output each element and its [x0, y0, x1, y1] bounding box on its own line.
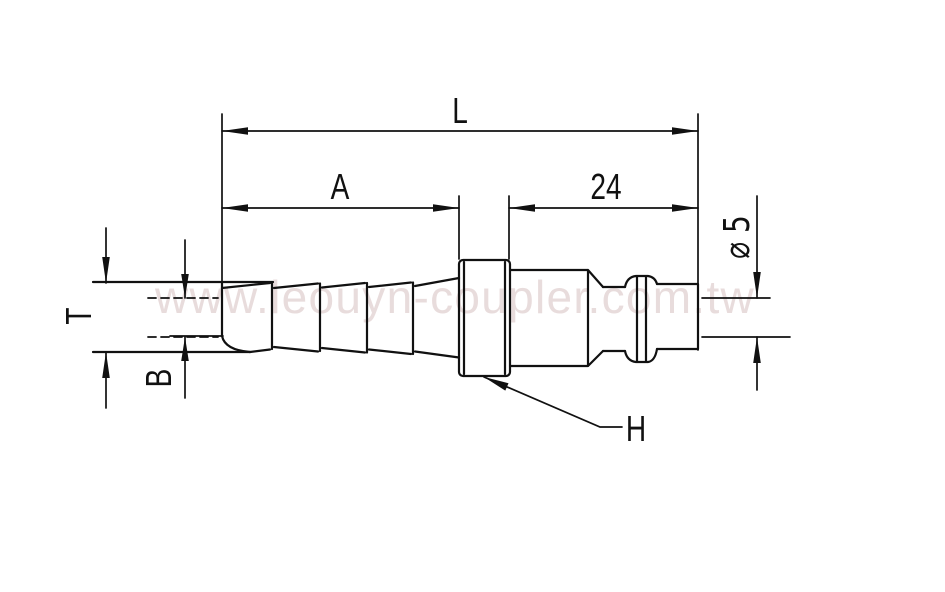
barb-top-profile [220, 276, 461, 290]
arrow-24-right [672, 204, 698, 212]
barb-ring-edges [270, 281, 415, 356]
dimension-lines [105, 113, 791, 428]
label-A: A [331, 167, 350, 207]
arrow-A-left [222, 204, 248, 212]
plug-tip [655, 282, 700, 351]
leader-line-H [483, 376, 623, 428]
dimension-arrowheads [102, 127, 761, 391]
label-B: B [139, 369, 179, 388]
arrow-L-left [222, 127, 248, 135]
hose-outline [91, 280, 275, 354]
label-H: H [626, 409, 646, 449]
extension-lines [169, 113, 791, 351]
barb-bottom-profile [248, 345, 461, 359]
arrow-B-top [181, 274, 189, 298]
arrow-H-leader [484, 377, 509, 391]
arrow-L-right [672, 127, 698, 135]
arrow-24-left [509, 204, 535, 212]
label-L: L [452, 91, 468, 131]
hidden-bore-lines [147, 297, 219, 338]
arrow-A-right [433, 204, 459, 212]
plug-ridge [623, 274, 659, 364]
label-T: T [59, 307, 99, 324]
hose-end-edge [220, 280, 252, 354]
arrow-dia5-bottom [753, 337, 761, 363]
hex-collar [457, 258, 512, 378]
arrow-T-bottom [102, 352, 110, 378]
arrow-B-bottom [181, 337, 189, 361]
dimension-labels: L A 24 ⌀ 5 T B H [59, 91, 758, 449]
label-dia5: ⌀ 5 [716, 215, 758, 259]
arrow-dia5-top [753, 272, 761, 298]
label-24: 24 [590, 167, 621, 207]
arrow-T-top [102, 257, 110, 283]
hex-collar-flat-edges [462, 260, 507, 376]
plug-body [508, 268, 605, 368]
plug-neck [601, 285, 627, 353]
